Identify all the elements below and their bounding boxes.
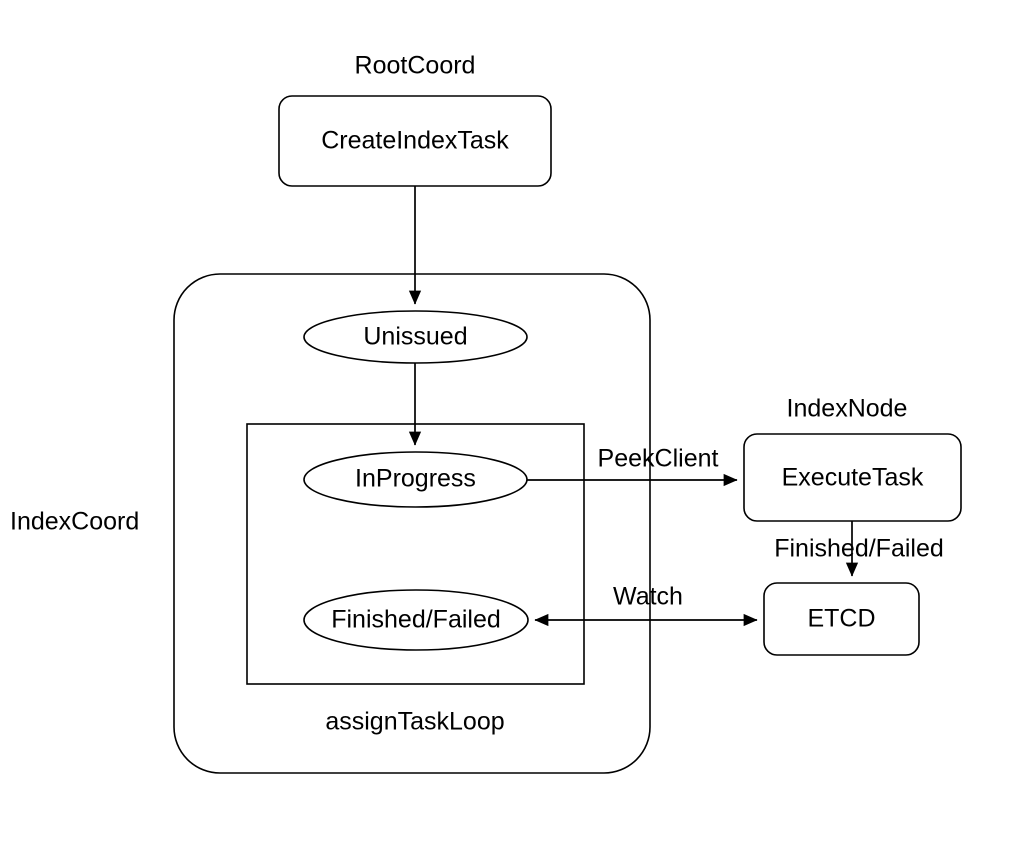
group-index-coord-boundary [173,273,651,774]
node-in-progress-label: InProgress [355,465,476,493]
node-finished-failed[interactable]: Finished/Failed [303,589,529,651]
node-create-index-task-label: CreateIndexTask [321,127,509,155]
group-label-root-coord: RootCoord [355,52,476,80]
group-label-assign-task-loop: assignTaskLoop [325,708,504,736]
group-label-index-coord: IndexCoord [10,508,139,536]
node-unissued-shape[interactable] [303,310,528,364]
node-unissued[interactable]: Unissued [303,310,528,364]
node-finished-failed-label: Finished/Failed [331,606,501,634]
node-create-index-task-shape[interactable] [278,95,552,187]
node-in-progress-shape[interactable] [303,451,528,508]
node-execute-task-label: ExecuteTask [782,464,924,492]
node-unissued-label: Unissued [363,323,467,351]
edge-label-peek-client: PeekClient [598,445,719,473]
edge-label-finished-failed: Finished/Failed [774,535,944,563]
group-label-index-node: IndexNode [787,395,908,423]
edge-label-watch: Watch [613,583,683,611]
node-execute-task[interactable]: ExecuteTask [743,433,962,522]
node-create-index-task[interactable]: CreateIndexTask [278,95,552,187]
node-etcd-label: ETCD [807,605,875,633]
node-in-progress[interactable]: InProgress [303,451,528,508]
node-etcd[interactable]: ETCD [763,582,920,656]
node-etcd-shape[interactable] [763,582,920,656]
node-execute-task-shape[interactable] [743,433,962,522]
node-finished-failed-shape[interactable] [303,589,529,651]
